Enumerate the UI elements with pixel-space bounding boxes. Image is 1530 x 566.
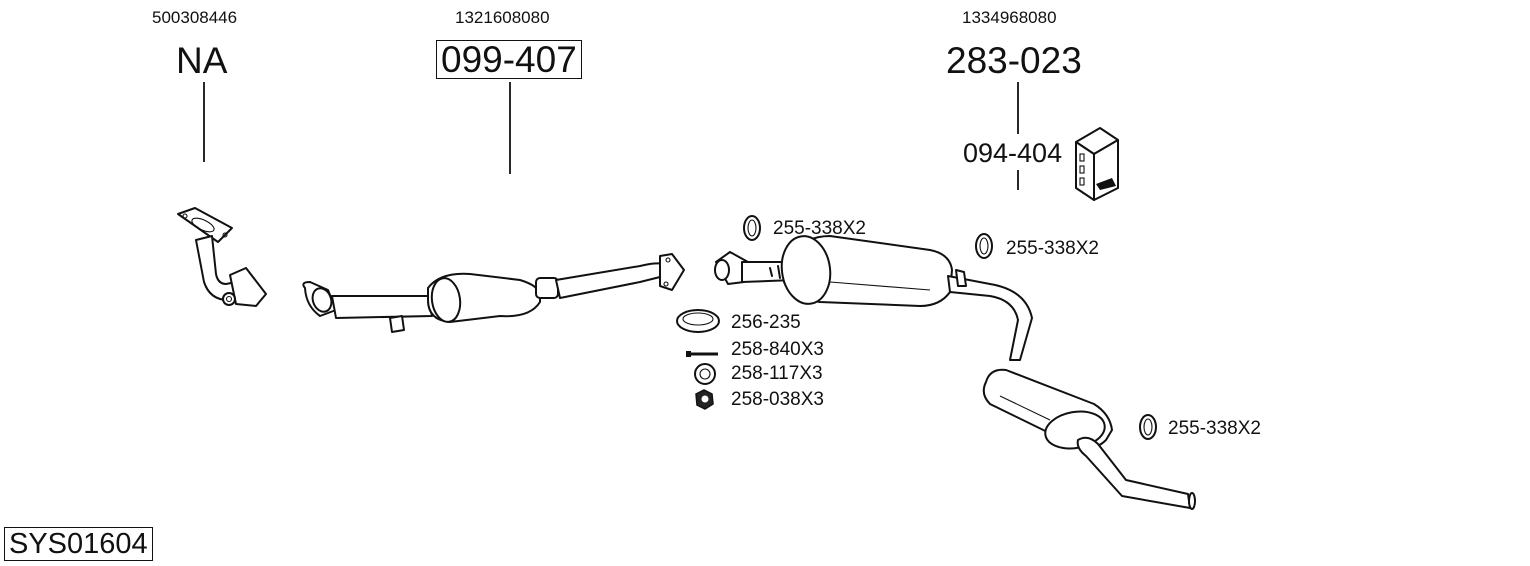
accessory-spring-washer[interactable]: 258-117X3: [731, 363, 823, 384]
accessory-nut[interactable]: 258-038X3: [731, 389, 824, 410]
accessory-rubber-ring-1[interactable]: 255-338X2: [773, 218, 866, 239]
oem-number-catalyst: 1321608080: [455, 8, 550, 27]
rubber-ring-icon: [1139, 414, 1157, 440]
accessory-bolt[interactable]: 258-840X3: [731, 339, 824, 360]
rubber-ring-icon: [975, 233, 993, 259]
mounting-kit-number[interactable]: 094-404: [963, 138, 1063, 168]
catalytic-converter-drawing[interactable]: [302, 253, 685, 333]
system-id-label: SYS01604: [4, 527, 153, 562]
oem-number-silencer: 1334968080: [962, 8, 1057, 27]
accessory-rubber-ring-3[interactable]: 255-338X2: [1168, 418, 1261, 439]
bosal-box-icon: [1075, 127, 1119, 201]
gasket-icon: [676, 309, 720, 333]
accessory-rubber-ring-2[interactable]: 255-338X2: [1006, 238, 1099, 259]
nut-icon: [695, 389, 714, 410]
accessory-gasket[interactable]: 256-235: [731, 312, 801, 333]
rubber-ring-icon: [743, 215, 761, 241]
downpipe-drawing[interactable]: [177, 207, 267, 307]
spring-washer-icon: [694, 363, 716, 385]
oem-number-downpipe: 500308446: [152, 8, 238, 27]
part-number-silencer[interactable]: 283-023: [946, 40, 1082, 81]
silencer-assembly-drawing[interactable]: [714, 233, 1196, 510]
part-number-catalyst[interactable]: 099-407: [436, 40, 582, 79]
bolt-icon: [686, 351, 718, 357]
part-number-downpipe[interactable]: NA: [176, 40, 228, 81]
